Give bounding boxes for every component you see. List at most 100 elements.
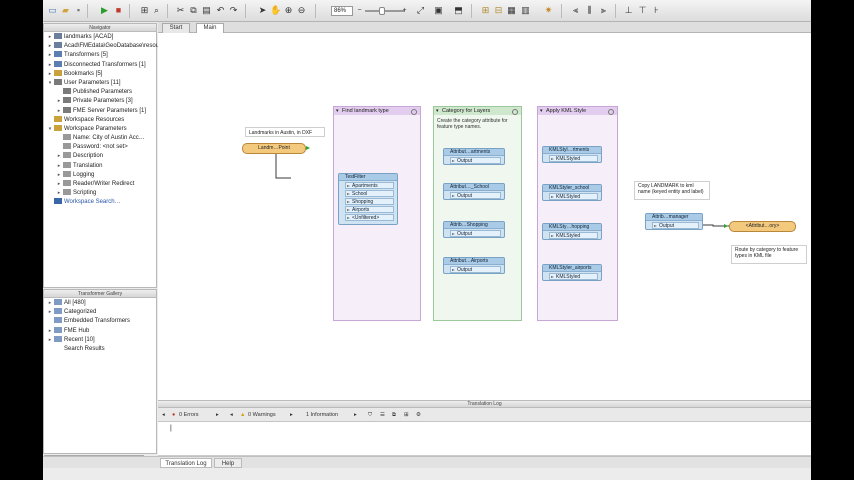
info-count[interactable]: 1 Information — [306, 412, 339, 418]
gallery-item[interactable]: ▸All [480] — [44, 299, 156, 308]
node-output-port[interactable]: Output — [450, 230, 501, 237]
next-warning-icon[interactable]: ▸ — [290, 412, 293, 418]
navigator-item[interactable]: ▸Reader/Writer Redirect — [44, 180, 156, 189]
navigator-item[interactable]: ▸Logging — [44, 170, 156, 180]
add-writer-icon[interactable]: ⊟ — [494, 5, 503, 15]
navigator-item[interactable]: ▸Translation — [44, 161, 156, 171]
zoom-plus-icon[interactable]: + — [402, 7, 407, 14]
expander-icon[interactable]: ▸ — [48, 70, 52, 77]
select-arrow-icon[interactable]: ➤ — [258, 5, 267, 15]
navigator-item[interactable]: Password: <not set> — [44, 143, 156, 152]
zoom-to-fit-icon[interactable]: ⤢ — [416, 5, 425, 15]
navigator-item[interactable]: ▸Scripting — [44, 189, 156, 198]
gallery-item[interactable]: Search Results — [44, 345, 156, 354]
add-transformer-icon[interactable]: ▦ — [507, 5, 516, 15]
node-output-port[interactable]: KMLStyled — [549, 273, 598, 280]
fit-view-icon[interactable]: ⬒ — [454, 5, 463, 15]
node-output-port[interactable]: Output — [450, 157, 501, 164]
distribute-icon[interactable]: ⊥ — [624, 5, 633, 15]
testfilter-transformer[interactable]: TestFilter Apartments School Shopping Ai… — [338, 173, 398, 225]
node-output-port[interactable]: KMLStyled — [549, 155, 598, 162]
attributecreator-airports[interactable]: Attribut…Airports Output — [443, 257, 505, 274]
back-icon[interactable]: ◂ — [162, 412, 165, 418]
paste-icon[interactable]: ▤ — [202, 5, 211, 15]
tab-translation-log[interactable]: Translation Log — [160, 458, 212, 468]
save-log-icon[interactable]: ⊞ — [404, 412, 409, 418]
kmlstyler-apartments[interactable]: KMLStyl…rtments KMLStyled — [542, 146, 602, 163]
expander-icon[interactable]: ▸ — [57, 181, 61, 187]
expander-icon[interactable]: ▸ — [57, 153, 61, 160]
errors-count[interactable]: 0 Errors — [179, 412, 199, 418]
tab-start[interactable]: Start — [162, 23, 190, 33]
navigator-item[interactable]: Workspace Search… — [44, 198, 156, 207]
inspect-icon[interactable]: ⊞ — [140, 5, 149, 15]
run-icon[interactable]: ▶ — [101, 5, 108, 15]
attributemanager-transformer[interactable]: Attrib…manager Output — [645, 213, 703, 230]
wrap-icon[interactable]: ☰ — [380, 412, 385, 418]
align-center-icon[interactable]: ⫼ — [587, 5, 592, 15]
next-icon[interactable]: ▸ — [216, 412, 219, 418]
node-output-port[interactable]: KMLStyled — [549, 193, 598, 200]
kmlstyler-school[interactable]: KMLStyler_school KMLStyled — [542, 184, 602, 201]
testfilter-port-unfiltered[interactable]: <Unfiltered> — [345, 214, 394, 221]
zoom-slider-track[interactable] — [365, 10, 405, 12]
expander-icon[interactable]: ▸ — [48, 327, 52, 334]
gallery-item[interactable]: ▸Categorized — [44, 308, 156, 317]
bookmark-category-for-layers[interactable]: Category for Layers Create the category … — [433, 106, 522, 321]
testfilter-port-school[interactable]: School — [345, 190, 394, 197]
stop-icon[interactable]: ■ — [115, 5, 122, 15]
writer-input-port[interactable] — [724, 224, 728, 228]
distribute-vertical-icon[interactable]: ⊤ — [638, 5, 647, 15]
gallery-item[interactable]: ▸Recent [10] — [44, 335, 156, 345]
navigator-item[interactable]: ▾User Parameters [11] — [44, 78, 156, 88]
attributecreator-school[interactable]: Attribut…_School Output — [443, 183, 505, 200]
annotation-landmarks[interactable]: Landmarks in Austin, in DXF — [245, 127, 325, 137]
copy-icon[interactable]: ⧉ — [190, 5, 197, 15]
zoom-minus-icon[interactable]: − — [357, 7, 362, 14]
workspace-canvas[interactable]: Find landmark type Category for Layers C… — [158, 33, 811, 400]
undo-icon[interactable]: ↶ — [216, 5, 225, 15]
gallery-item[interactable]: ▸FME Hub — [44, 326, 156, 336]
new-file-icon[interactable]: ▭ — [48, 5, 57, 15]
testfilter-port-apartments[interactable]: Apartments — [345, 182, 394, 189]
kmlstyler-airports[interactable]: KMLStyler_airports KMLStyled — [542, 264, 602, 281]
navigator-item[interactable]: ▸Description — [44, 152, 156, 161]
expander-icon[interactable]: ▸ — [48, 300, 52, 306]
redo-icon[interactable]: ↷ — [229, 5, 238, 15]
expander-icon[interactable]: ▸ — [57, 190, 61, 197]
node-output-port[interactable]: KMLStyled — [549, 232, 598, 239]
expander-icon[interactable]: ▸ — [48, 336, 52, 343]
expander-icon[interactable]: ▸ — [57, 98, 61, 105]
align-right-icon[interactable]: ⫸ — [600, 5, 607, 15]
expander-icon[interactable]: ▸ — [48, 34, 52, 40]
gallery-item[interactable]: Embedded Transformers — [44, 317, 156, 326]
save-icon[interactable]: ▪ — [76, 5, 81, 15]
settings-gear-icon[interactable]: ⚙ — [416, 412, 421, 418]
pan-hand-icon[interactable]: ✋ — [270, 5, 282, 15]
info-next-icon[interactable]: ▸ — [354, 412, 357, 418]
navigator-item[interactable]: ▸landmarks [ACAD] — [44, 33, 156, 42]
navigator-item[interactable]: Workspace Resources — [44, 115, 156, 125]
navigator-item[interactable]: ▸Disconnected Transformers [1] — [44, 60, 156, 70]
navigator-item[interactable]: Published Parameters — [44, 88, 156, 97]
attributecreator-shopping[interactable]: Attrib…Shopping Output — [443, 221, 505, 238]
expander-icon[interactable]: ▸ — [48, 61, 52, 68]
node-output-port[interactable]: Output — [450, 266, 501, 273]
zoom-slider-thumb[interactable] — [379, 7, 385, 15]
bookmark-apply-kml-style[interactable]: Apply KML Style — [537, 106, 618, 321]
zoom-level-field[interactable]: 86% — [331, 6, 353, 16]
zoom-in-icon[interactable]: ⊕ — [284, 5, 293, 15]
testfilter-port-airports[interactable]: Airports — [345, 206, 394, 213]
node-output-port[interactable]: Output — [450, 192, 501, 199]
warnings-count[interactable]: 0 Warnings — [248, 412, 276, 418]
filter-icon[interactable]: ⛉ — [368, 412, 373, 418]
translation-log-output[interactable]: | — [158, 422, 811, 456]
prev-warning-icon[interactable]: ◂ — [230, 412, 233, 418]
navigator-item[interactable]: ▸FME Server Parameters [1] — [44, 106, 156, 116]
zoom-out-icon[interactable]: ⊖ — [297, 5, 306, 15]
expander-icon[interactable]: ▾ — [48, 125, 52, 132]
expander-icon[interactable]: ▸ — [48, 309, 52, 316]
tab-main[interactable]: Main — [196, 23, 224, 33]
distribute-horizontal-icon[interactable]: ⊦ — [654, 5, 659, 15]
expander-icon[interactable]: ▸ — [57, 171, 61, 178]
